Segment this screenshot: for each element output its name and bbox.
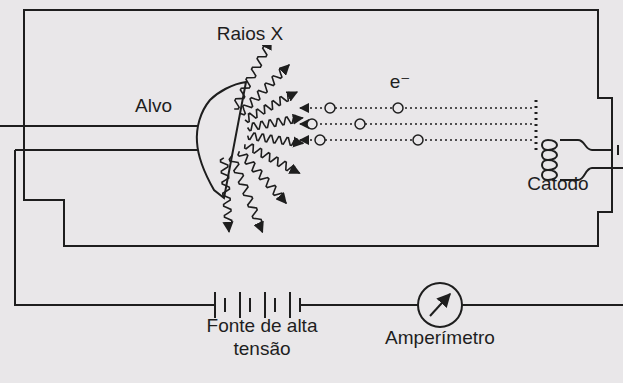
target-wire	[0, 125, 205, 127]
part-label: Alvo	[135, 95, 172, 118]
circuit-wire	[15, 150, 205, 305]
electron-symbol	[393, 103, 403, 113]
tube-outline	[24, 10, 612, 246]
battery-symbol	[205, 292, 300, 318]
x-ray-wave	[229, 156, 262, 232]
filament-battery	[612, 140, 623, 168]
electron-symbol	[315, 135, 325, 145]
electron-symbol	[325, 103, 335, 113]
ammeter-symbol	[418, 283, 462, 327]
electron-symbol	[355, 119, 365, 129]
part-label: Raios X	[215, 23, 286, 46]
x-ray-wave	[248, 116, 303, 131]
ammeter-needle	[430, 294, 450, 316]
x-ray-wave	[245, 92, 297, 122]
electron-symbol	[307, 119, 317, 129]
target-wire	[15, 149, 205, 151]
electron-symbol	[413, 135, 423, 145]
circuit-wire	[462, 304, 623, 306]
x-ray-wave	[248, 133, 304, 145]
part-label: Fonte de alta tensão	[203, 315, 321, 361]
part-label: Catodo	[527, 173, 588, 196]
circuit-wire	[300, 304, 418, 306]
part-label: Amperímetro	[385, 327, 495, 350]
cathode-grid	[535, 100, 538, 150]
x-ray-wave	[221, 158, 232, 232]
part-label: e⁻	[388, 71, 413, 94]
electron-beam	[300, 123, 532, 125]
